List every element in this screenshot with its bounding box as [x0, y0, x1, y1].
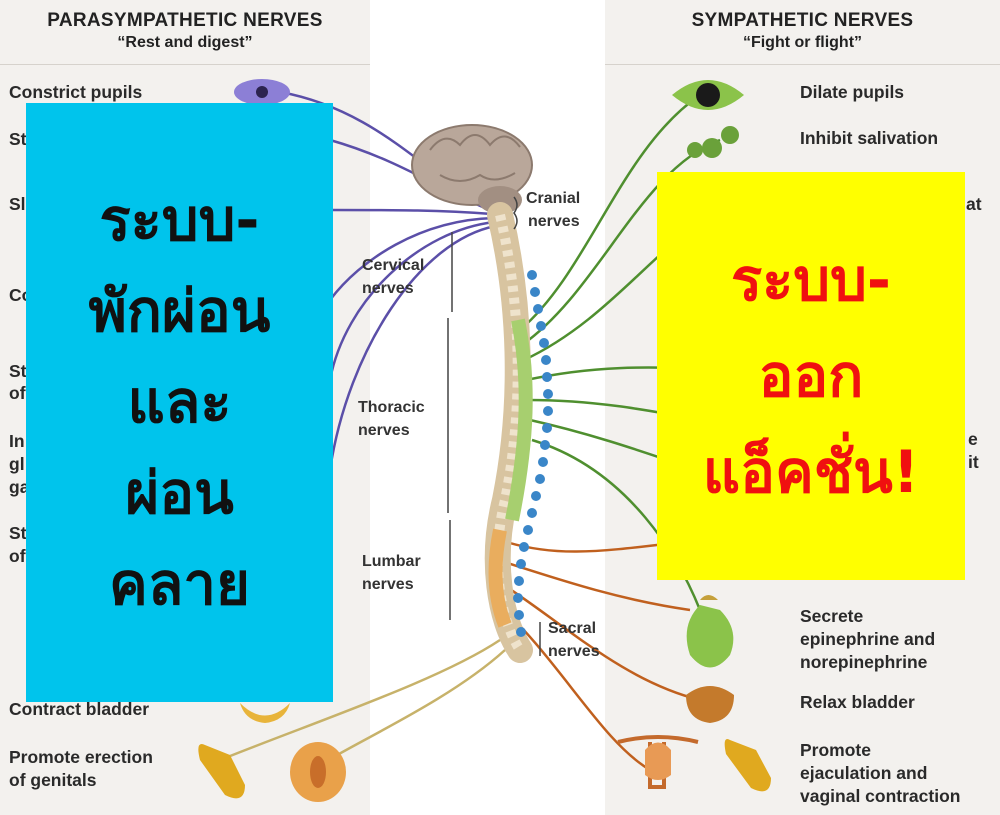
lumbar-nerves-label-line2: nerves	[362, 574, 414, 596]
female-genitals-icon-left	[290, 742, 346, 802]
parasympathetic-heading: PARASYMPATHETIC NERVES “Rest and digest”	[0, 10, 370, 52]
dilate-pupils-label: Dilate pupils	[800, 81, 904, 104]
uterus-icon	[618, 737, 698, 787]
label-fragment: gl	[9, 453, 25, 476]
label-fragment: at	[966, 193, 982, 216]
bladder-icon-left	[240, 703, 290, 723]
label-fragment: of	[9, 382, 26, 405]
label-fragment: Sl	[9, 193, 26, 216]
left-eye-icon	[234, 79, 290, 105]
sympathetic-title: SYMPATHETIC NERVES	[605, 10, 1000, 32]
label-fragment: it	[968, 451, 979, 474]
rest-overlay-line: และ	[127, 357, 231, 448]
label-fragment: e	[968, 428, 978, 451]
label-fragment: of	[9, 545, 26, 568]
parasympathetic-subtitle: “Rest and digest”	[0, 34, 370, 52]
inhibit-salivation-label: Inhibit salivation	[800, 127, 938, 150]
thoracic-nerves-label-line2: nerves	[358, 420, 410, 442]
label-fragment: St	[9, 522, 27, 545]
lumbar-nerves-label-line1: Lumbar	[362, 551, 421, 573]
action-overlay-line: แอ็คชั่น!	[703, 424, 919, 520]
sacral-nerves-label-line1: Sacral	[548, 618, 596, 640]
cranial-nerves-label-line2: nerves	[528, 211, 580, 233]
promote-ejaculation-label-line1: Promote	[800, 739, 871, 762]
secrete-label-line1: Secrete	[800, 605, 863, 628]
parasympathetic-title: PARASYMPATHETIC NERVES	[0, 10, 370, 32]
relax-bladder-label: Relax bladder	[800, 691, 915, 714]
action-overlay-line: ระบบ-	[731, 232, 891, 328]
brain-illustration	[412, 125, 532, 214]
rest-overlay-line: คลาย	[109, 539, 250, 630]
label-fragment: St	[9, 128, 27, 151]
secrete-label-line2: epinephrine and	[800, 628, 935, 651]
cervical-nerves-label-line1: Cervical	[362, 255, 424, 277]
rest-overlay-line: ผ่อน	[125, 448, 233, 539]
promote-erection-label-line1: Promote erection	[9, 746, 153, 769]
sympathetic-subtitle: “Fight or flight”	[605, 34, 1000, 52]
promote-erection-label-line2: of genitals	[9, 769, 97, 792]
cervical-nerves-label-line2: nerves	[362, 278, 414, 300]
rest-overlay-line: ระบบ-	[99, 175, 259, 266]
promote-ejaculation-label-line2: ejaculation and	[800, 762, 927, 785]
constrict-pupils-label: Constrict pupils	[9, 81, 142, 104]
action-overlay: ระบบ- ออก แอ็คชั่น!	[657, 172, 965, 580]
label-fragment: In	[9, 430, 25, 453]
bladder-icon-right	[686, 686, 734, 723]
sacral-nerves-label-line2: nerves	[548, 641, 600, 663]
cranial-nerves-label-line1: Cranial	[526, 188, 580, 210]
action-overlay-line: ออก	[759, 328, 864, 424]
right-eye-icon	[672, 80, 744, 110]
promote-ejaculation-label-line3: vaginal contraction	[800, 785, 960, 808]
rest-overlay-line: พักผ่อน	[89, 266, 271, 357]
thoracic-nerves-label-line1: Thoracic	[358, 397, 425, 419]
secrete-label-line3: norepinephrine	[800, 651, 927, 674]
adrenal-gland-icon	[687, 595, 734, 668]
label-fragment: St	[9, 360, 27, 383]
rest-and-relax-overlay: ระบบ- พักผ่อน และ ผ่อน คลาย	[26, 103, 333, 702]
sympathetic-heading: SYMPATHETIC NERVES “Fight or flight”	[605, 10, 1000, 52]
salivary-gland-icon	[687, 126, 739, 158]
male-genitals-icon-right	[725, 739, 771, 791]
